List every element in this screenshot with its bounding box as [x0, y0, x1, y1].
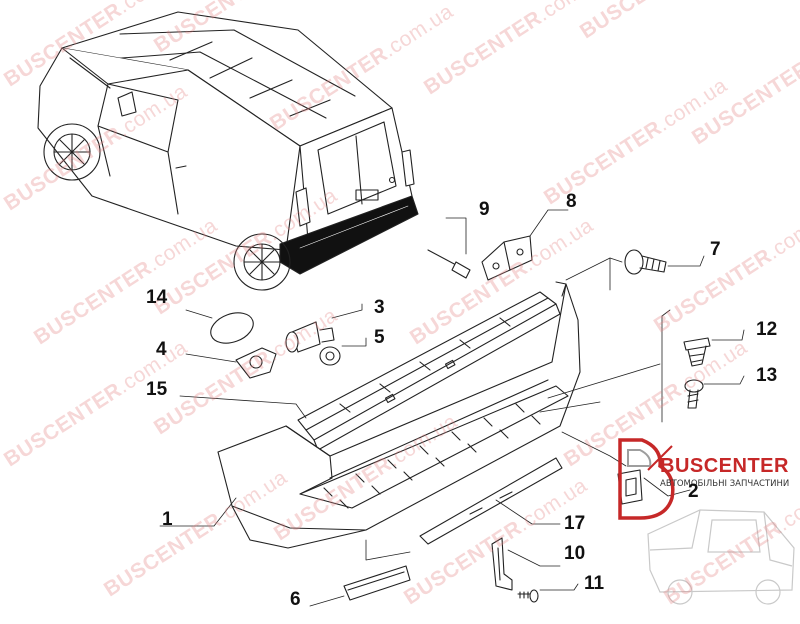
van-illustration	[37, 11, 419, 291]
callout-13: 13	[756, 365, 778, 386]
callout-3: 3	[374, 297, 385, 318]
callout-8: 8	[566, 191, 577, 212]
callout-15: 15	[146, 379, 168, 400]
part-10-bracket	[491, 537, 561, 591]
callout-10: 10	[564, 543, 586, 564]
callout-5: 5	[374, 327, 385, 348]
part-6-reflector	[309, 539, 411, 607]
part-1-rear-bumper	[159, 281, 581, 549]
callout-17: 17	[564, 513, 586, 534]
callout-6: 6	[290, 589, 301, 610]
part-12-clip	[683, 329, 745, 367]
part-9-rivet	[427, 217, 471, 279]
logo-emblem	[618, 438, 795, 605]
callout-7: 7	[710, 239, 721, 260]
callout-1: 1	[162, 509, 173, 530]
callout-12: 12	[756, 319, 778, 340]
part-11-screw	[517, 583, 579, 603]
callout-14: 14	[146, 287, 168, 308]
callout-2: 2	[688, 481, 699, 502]
part-7-screw	[624, 249, 705, 275]
part-13-screw	[684, 375, 745, 409]
logo-title: BUSCENTER	[660, 455, 789, 477]
callout-4: 4	[156, 339, 167, 360]
callout-11: 11	[584, 573, 605, 594]
part-4-sensor-holder	[185, 347, 277, 379]
part-17-strip	[419, 457, 563, 545]
logo-tagline: АВТОМОБІЛЬНІ ЗАПЧАСТИНИ	[660, 479, 790, 489]
part-8-bracket	[481, 209, 569, 281]
part-14-cap	[185, 309, 254, 344]
part-5-nut	[319, 337, 367, 366]
part-15-reinforcement	[179, 291, 561, 451]
callout-9: 9	[479, 199, 490, 220]
part-3-parking-sensor	[285, 303, 363, 353]
